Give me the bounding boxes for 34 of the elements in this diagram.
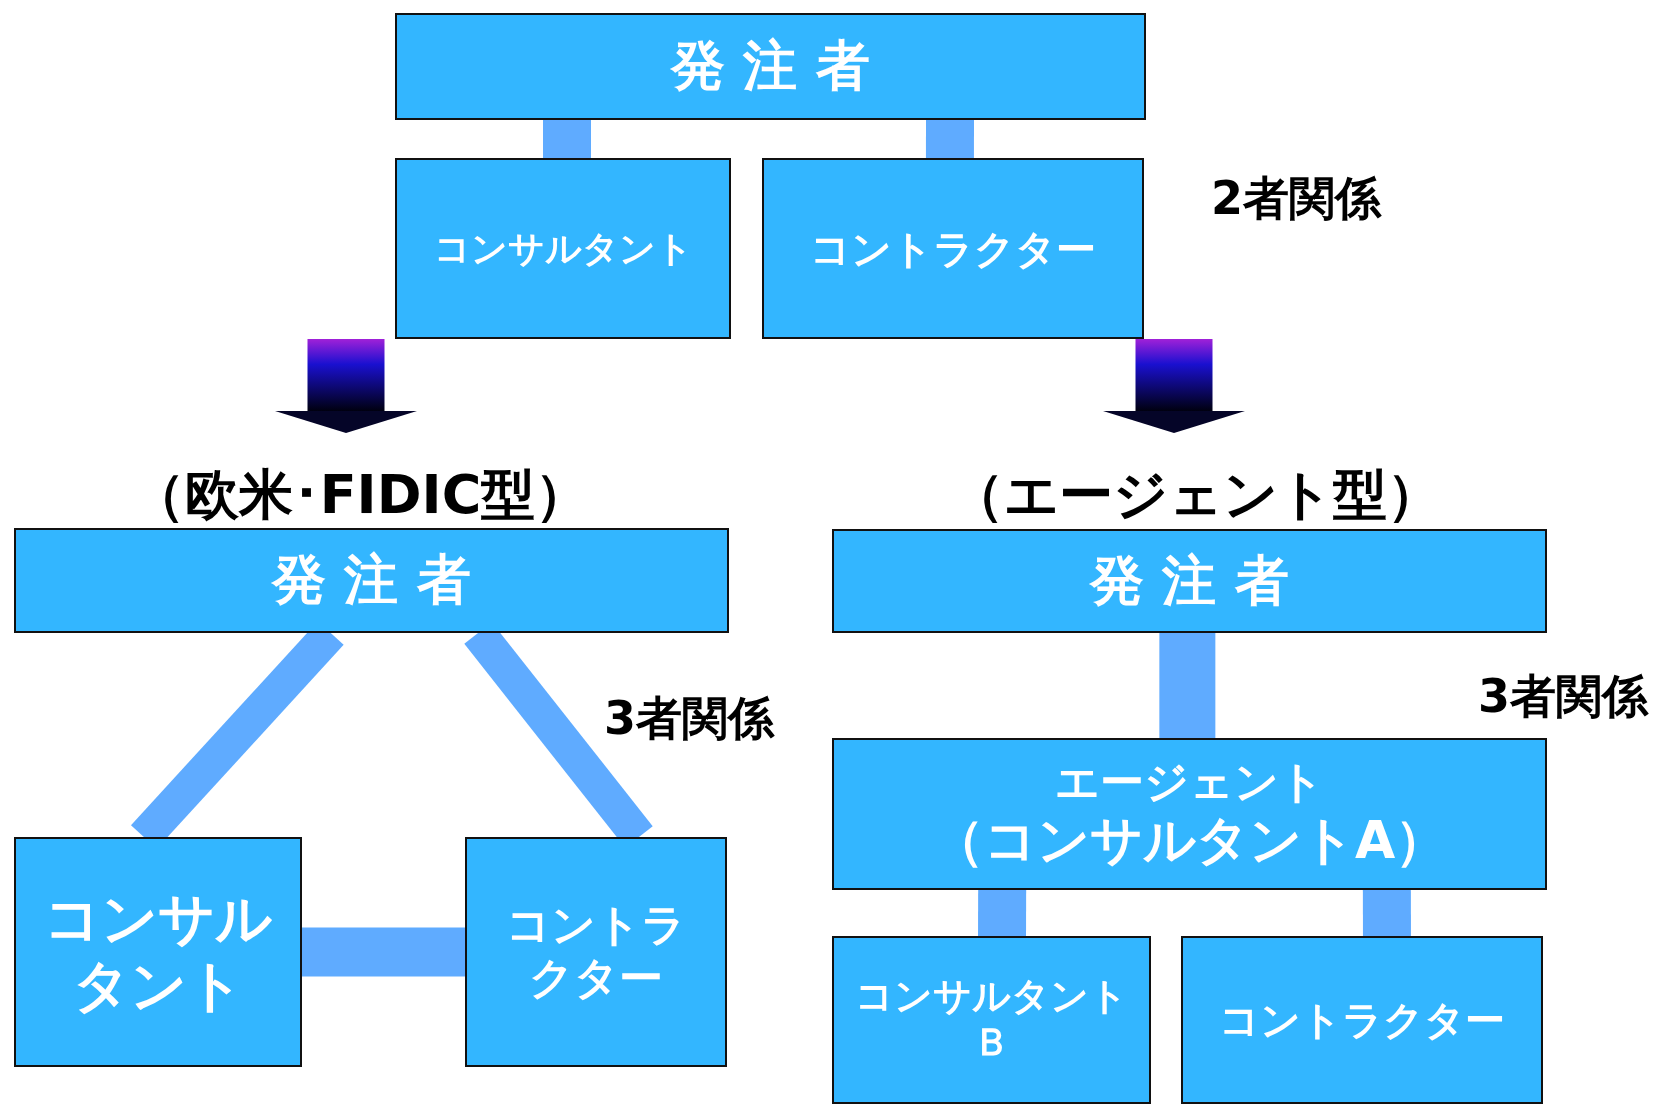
party-name: コントラクター [1219,996,1505,1044]
party-name: 発 注 者 [670,34,871,99]
party-box [395,158,731,339]
model-heading: （欧米･FIDIC型） [130,463,590,528]
party-name: 発 注 者 [271,548,472,613]
party-box [832,936,1151,1104]
connector-bar [1362,889,1411,937]
party-name: コンサルタント [43,884,273,1020]
party-name: 発 注 者 [1089,548,1290,614]
party-box [1181,936,1543,1104]
party-box [14,528,729,633]
connector-bar [543,120,592,158]
party-name: （コンサルタントA） [931,809,1448,872]
relation-label: 3者関係 [604,690,774,747]
relation-label: 2者関係 [1211,170,1381,227]
party-box [832,529,1547,633]
party-box [762,158,1144,339]
party-box [832,738,1547,890]
party-name: コンサルタントＢ [854,974,1129,1066]
model-heading: （エージェント型） [949,463,1441,528]
connector-bar [925,120,974,159]
party-box [14,837,302,1067]
party-name: コントラクター [505,899,687,1005]
connector-bar [978,889,1027,937]
party-box [395,13,1146,120]
party-box [465,837,727,1067]
connector-bar [302,927,465,977]
party-name: コンサルタント [433,226,693,271]
party-name: エージェント [1055,756,1324,810]
down-arrow [275,339,417,433]
party-name: コントラクター [810,224,1096,273]
connector-bar [1159,633,1216,738]
relation-label: 3者関係 [1478,668,1648,725]
down-arrow [1103,339,1245,433]
